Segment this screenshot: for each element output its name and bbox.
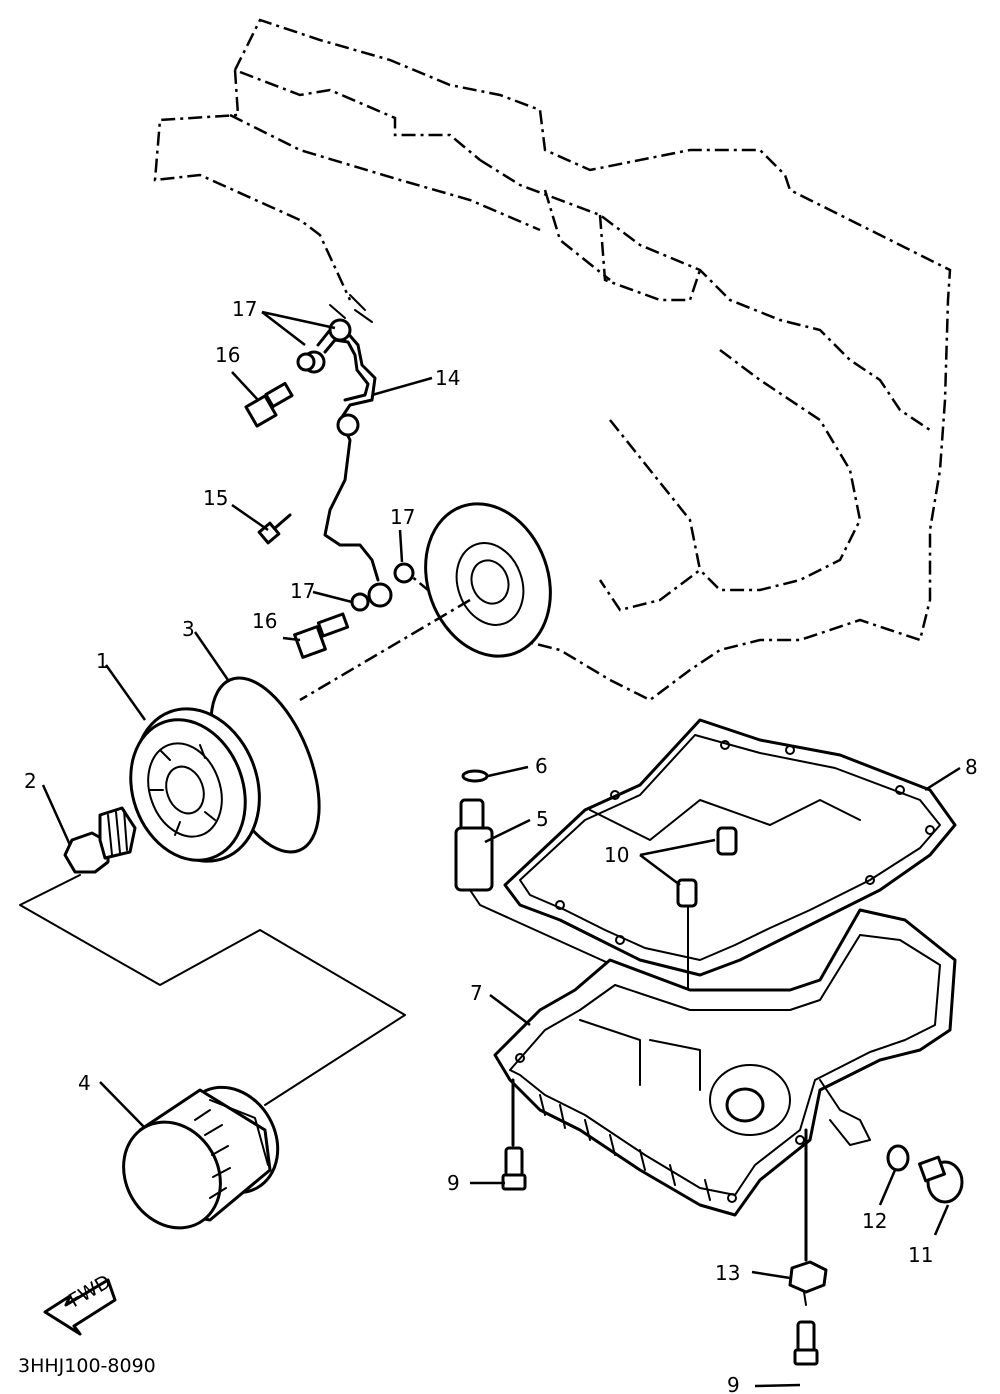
filter-connector-line bbox=[19, 874, 406, 1106]
pan-bolt-bottom bbox=[793, 1128, 819, 1366]
label-part-13: 13 bbox=[715, 1261, 740, 1285]
dowel-pins bbox=[676, 826, 738, 908]
label-part-17-top: 17 bbox=[232, 297, 257, 321]
label-part-16-lower: 16 bbox=[252, 609, 277, 633]
oil-cooler bbox=[129, 707, 261, 863]
label-part-5: 5 bbox=[536, 807, 549, 831]
label-part-4: 4 bbox=[78, 1071, 91, 1095]
label-part-2: 2 bbox=[24, 769, 37, 793]
oil-delivery-pipe bbox=[302, 294, 393, 608]
label-part-7: 7 bbox=[470, 981, 483, 1005]
label-part-10: 10 bbox=[604, 843, 629, 867]
label-part-17-mid: 17 bbox=[290, 579, 315, 603]
union-bolt-lower bbox=[293, 612, 350, 659]
union-bolt-upper bbox=[244, 381, 294, 428]
forward-arrow-icon: FWD bbox=[43, 1271, 117, 1336]
label-part-3: 3 bbox=[182, 617, 195, 641]
oil-filter-cartridge bbox=[122, 1085, 280, 1230]
label-part-9-lower: 9 bbox=[727, 1373, 740, 1394]
label-part-16-upper: 16 bbox=[215, 343, 240, 367]
leader-lines bbox=[41, 310, 961, 1388]
drain-plug-washer bbox=[886, 1144, 910, 1172]
label-part-8: 8 bbox=[965, 755, 978, 779]
label-part-6: 6 bbox=[535, 754, 548, 778]
small-o-ring bbox=[461, 769, 489, 783]
drain-plug bbox=[918, 1155, 964, 1204]
oil-pan bbox=[493, 908, 957, 1217]
copper-gaskets bbox=[296, 352, 415, 612]
drawing-code: 3HHJ100-8090 bbox=[18, 1355, 156, 1377]
oil-pan-gasket bbox=[503, 718, 957, 977]
engine-block-outline bbox=[153, 18, 952, 702]
pan-bolt-left bbox=[501, 1078, 527, 1191]
label-part-14: 14 bbox=[435, 366, 460, 390]
label-part-1: 1 bbox=[96, 649, 109, 673]
label-part-11: 11 bbox=[908, 1243, 933, 1267]
pipe-bolt bbox=[257, 513, 292, 545]
label-part-12: 12 bbox=[862, 1209, 887, 1233]
assembly-axis-line bbox=[299, 598, 471, 702]
label-part-9-upper: 9 bbox=[447, 1171, 460, 1195]
label-part-17-right: 17 bbox=[390, 505, 415, 529]
bracket-clip bbox=[788, 1260, 828, 1306]
part-number-labels: 1 2 3 4 5 6 7 8 9 9 10 11 12 13 14 15 16… bbox=[24, 297, 978, 1394]
union-fitting bbox=[63, 806, 137, 874]
filter-mount-boss bbox=[424, 502, 552, 658]
label-part-15: 15 bbox=[203, 486, 228, 510]
